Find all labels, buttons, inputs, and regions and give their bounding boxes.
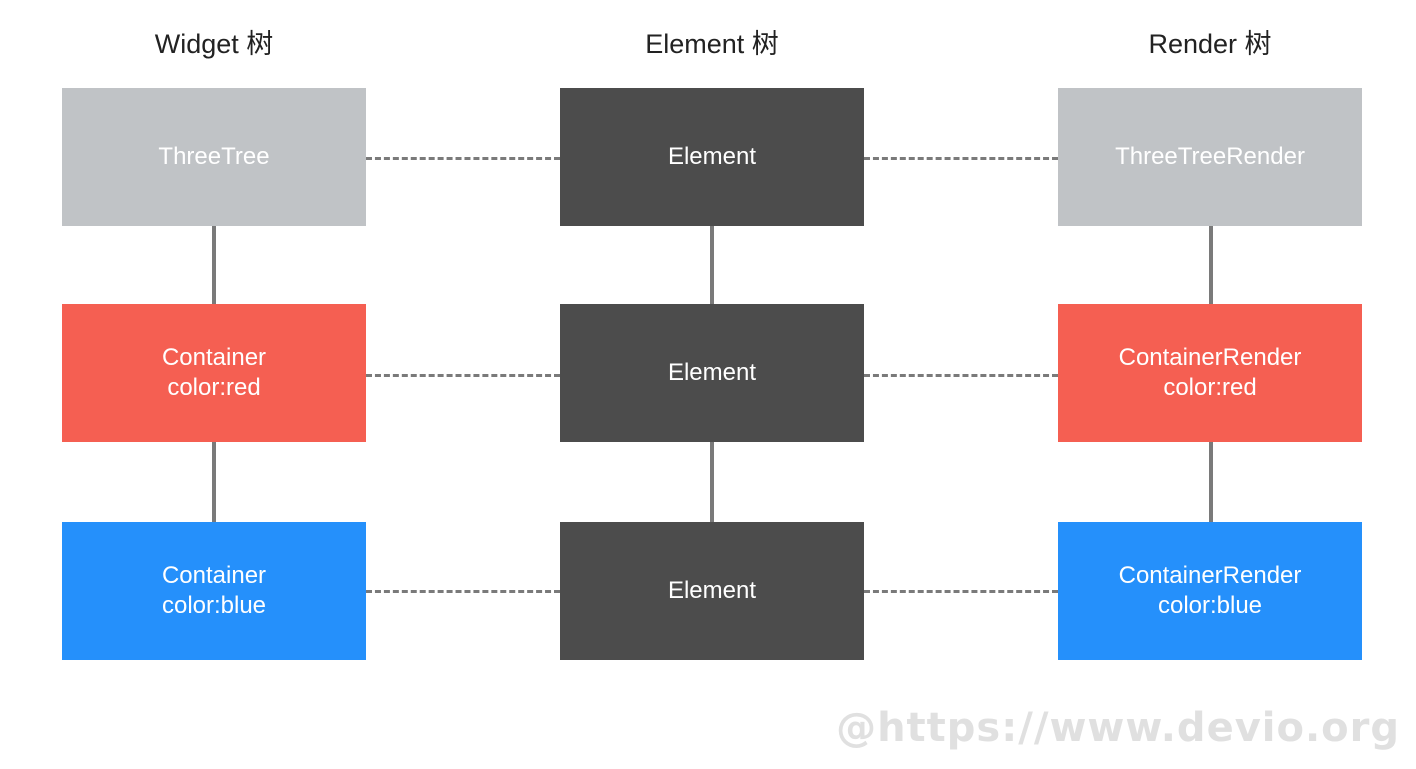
widget-edge-2-3: [212, 442, 216, 522]
widget-edge-1-2: [212, 226, 216, 304]
node-label: Element: [667, 577, 757, 604]
link-element-render-row2: [864, 374, 1058, 377]
link-widget-element-row2: [366, 374, 560, 377]
render-node-threetreerender: ThreeTreeRender: [1058, 88, 1362, 226]
node-sublabel: color:red: [1163, 374, 1257, 401]
render-tree-title: Render 树: [1148, 29, 1272, 59]
element-node-3: Element: [560, 522, 864, 660]
element-tree-title: Element 树: [645, 29, 779, 59]
node-label: Container: [161, 562, 267, 589]
link-element-render-row1: [864, 157, 1058, 160]
widget-tree-title: Widget 树: [154, 29, 274, 59]
render-node-containerrender-red: ContainerRender color:red: [1058, 304, 1362, 442]
node-sublabel: color:red: [167, 374, 261, 401]
node-label: ContainerRender: [1118, 344, 1302, 371]
node-label: Element: [667, 359, 757, 386]
element-node-1: Element: [560, 88, 864, 226]
node-label: ContainerRender: [1118, 562, 1302, 589]
element-edge-1-2: [710, 226, 714, 304]
widget-node-container-red: Container color:red: [62, 304, 366, 442]
widget-node-container-blue: Container color:blue: [62, 522, 366, 660]
widget-node-threetree: ThreeTree: [62, 88, 366, 226]
node-label: ThreeTree: [158, 143, 270, 170]
node-sublabel: color:blue: [161, 592, 267, 619]
node-label: ThreeTreeRender: [1115, 143, 1305, 170]
node-sublabel: color:blue: [1157, 592, 1263, 619]
element-edge-2-3: [710, 442, 714, 522]
link-widget-element-row1: [366, 157, 560, 160]
link-widget-element-row3: [366, 590, 560, 593]
render-node-containerrender-blue: ContainerRender color:blue: [1058, 522, 1362, 660]
render-edge-1-2: [1209, 226, 1213, 304]
node-label: Container: [161, 344, 267, 371]
link-element-render-row3: [864, 590, 1058, 593]
node-label: Element: [667, 143, 757, 170]
watermark: @https://www.devio.org: [836, 705, 1400, 751]
render-edge-2-3: [1209, 442, 1213, 522]
element-node-2: Element: [560, 304, 864, 442]
